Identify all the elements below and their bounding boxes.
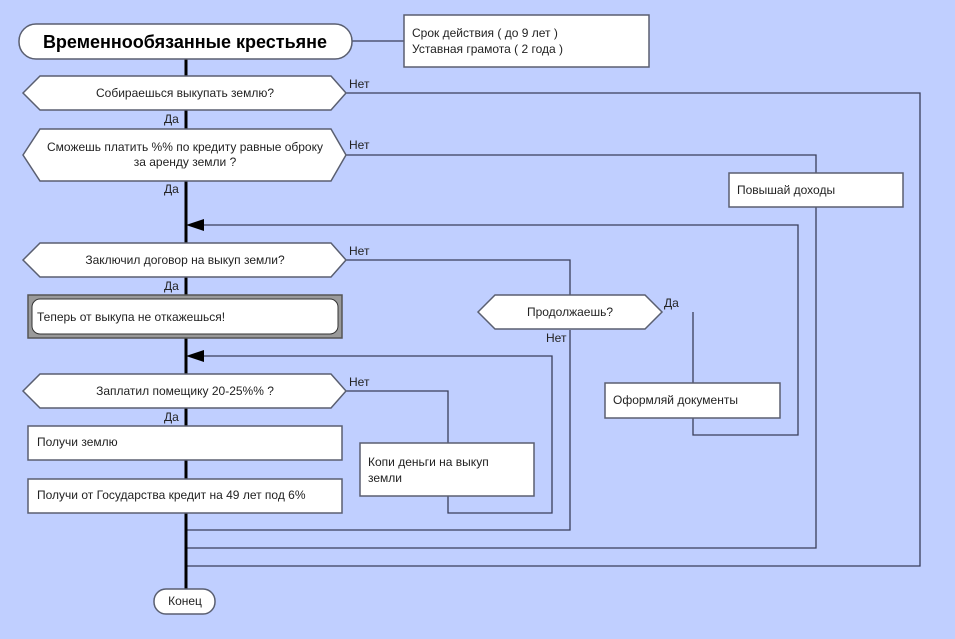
action-get-land[interactable]: Получи землю: [27, 425, 343, 461]
action-text: Повышай доходы: [737, 183, 835, 197]
no-label: Нет: [349, 244, 370, 258]
action-text: Теперь от выкупа не откажешься!: [37, 310, 225, 324]
note-line-2: Уставная грамота ( 2 года ): [412, 42, 563, 56]
decision-paid-landlord[interactable]: Заплатил помещику 20-25%% ? Нет Да: [21, 373, 370, 424]
documents-loop-line: [200, 224, 799, 436]
action-no-refusal[interactable]: Теперь от выкупа не откажешься!: [27, 294, 343, 339]
note-line-1: Срок действия ( до 9 лет ): [412, 26, 558, 40]
yes-label: Да: [164, 279, 179, 293]
d4-no-line: [346, 390, 449, 443]
arrow-icon: [186, 350, 204, 362]
action-raise-income[interactable]: Повышай доходы: [728, 172, 904, 208]
end-label: Конец: [168, 594, 202, 608]
action-text-line-1: Копи деньги на выкуп: [368, 455, 489, 469]
note-box[interactable]: Срок действия ( до 9 лет ) Уставная грам…: [403, 14, 650, 68]
start-label: Временнообязанные крестьяне: [43, 32, 327, 52]
decision-pay-interest[interactable]: Сможешь платить %% по кредиту равные обр…: [22, 128, 370, 196]
decision-text: Продолжаешь?: [527, 305, 613, 319]
action-get-credit[interactable]: Получи от Государства кредит на 49 лет п…: [27, 478, 343, 514]
no-label: Нет: [546, 331, 567, 345]
decision-contract[interactable]: Заключил договор на выкуп земли? Нет Да: [21, 242, 370, 293]
start-node[interactable]: Временнообязанные крестьяне: [18, 23, 353, 60]
action-make-documents[interactable]: Оформляй документы: [604, 382, 781, 419]
yes-label: Да: [664, 296, 679, 310]
no-label: Нет: [349, 375, 370, 389]
decision-text-line-2: за аренду земли ?: [134, 155, 237, 169]
d2-no-line: [346, 154, 817, 173]
decision-continue[interactable]: Продолжаешь? Да Нет: [476, 294, 679, 345]
d5-no-line: [186, 330, 571, 531]
raise-income-out-line: [186, 207, 817, 549]
no-label: Нет: [349, 138, 370, 152]
d1-no-line: [186, 92, 921, 567]
save-money-loop-line: [200, 355, 553, 514]
yes-label: Да: [164, 182, 179, 196]
action-save-money[interactable]: Копи деньги на выкуп земли: [359, 442, 535, 497]
action-text-line-2: земли: [368, 471, 402, 485]
decision-text: Заплатил помещику 20-25%% ?: [96, 384, 274, 398]
end-node[interactable]: Конец: [153, 588, 216, 615]
decision-text-line-1: Сможешь платить %% по кредиту равные обр…: [47, 140, 323, 154]
decision-text: Заключил договор на выкуп земли?: [85, 253, 285, 267]
action-text: Оформляй документы: [613, 393, 738, 407]
yes-label: Да: [164, 410, 179, 424]
decision-text: Собираешься выкупать землю?: [96, 86, 274, 100]
no-label: Нет: [349, 77, 370, 91]
action-text: Получи от Государства кредит на 49 лет п…: [37, 488, 306, 502]
yes-label: Да: [164, 112, 179, 126]
decision-buy-land[interactable]: Собираешься выкупать землю? Нет Да: [21, 75, 370, 126]
action-text: Получи землю: [37, 435, 118, 449]
arrow-icon: [186, 219, 204, 231]
d3-no-line: [346, 259, 571, 295]
